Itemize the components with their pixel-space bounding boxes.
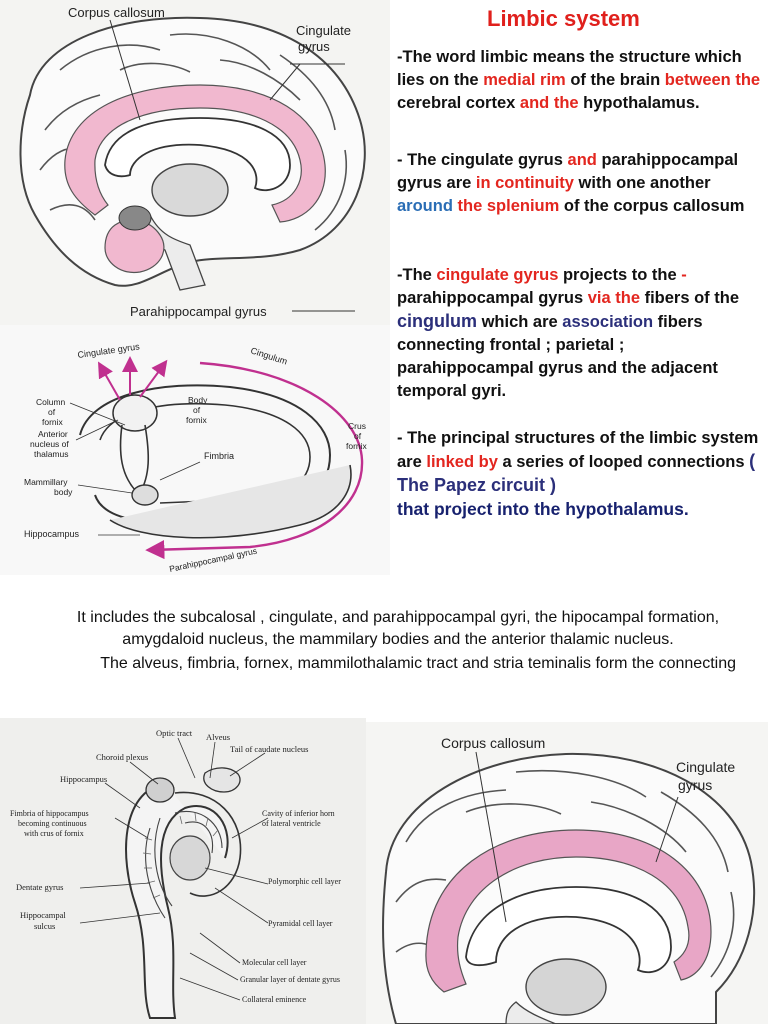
paragraph-cingulate-continuity: - The cingulate gyrus and parahippocampa…	[397, 151, 745, 215]
paragraph-cingulum-projection: -The cingulate gyrus projects to the - p…	[397, 266, 740, 400]
label-pyramidal: Pyramidal cell layer	[268, 919, 333, 928]
label-cingulum: Cingulum	[249, 345, 288, 366]
slide-title: Limbic system	[487, 6, 640, 31]
label-mammillary-2: body	[54, 487, 73, 497]
label-corpus-callosum: Corpus callosum	[68, 5, 165, 20]
label-collateral: Collateral eminence	[242, 995, 307, 1004]
parahippocampal-gyrus-highlight	[104, 219, 165, 274]
label-column-1: Column	[36, 397, 66, 407]
label-polymorphic: Polymorphic cell layer	[268, 877, 341, 886]
label-corpus-callosum: Corpus callosum	[441, 735, 545, 751]
label-tail-caudate: Tail of caudate nucleus	[230, 744, 308, 754]
label-hippocampus: Hippocampus	[24, 529, 80, 539]
label-body-1: Body	[188, 395, 208, 405]
cingulate-gyrus-highlight	[64, 84, 326, 223]
label-cingulate-gyrus-line1: Cingulate	[296, 23, 351, 38]
label-hippocampal-sulcus-1: Hippocampal	[20, 910, 66, 920]
papez-schematic: Cingulate gyrus Cingulum Column of forni…	[24, 341, 368, 574]
label-cingulate-gyrus: Cingulate gyrus	[77, 341, 141, 360]
label-cavity-2: of lateral ventricle	[262, 819, 321, 828]
figure-brain-medial-bottom: Corpus callosum Cingulate gyrus	[366, 722, 768, 1024]
hippocampus-diagram: Optic tract Alveus Choroid plexus Tail o…	[10, 728, 341, 1019]
label-cingulate-gyrus-line2: gyrus	[298, 39, 330, 54]
label-column-3: fornix	[42, 417, 64, 427]
label-cingulate-line1: Cingulate	[676, 759, 735, 775]
label-crus-3: fornix	[346, 441, 368, 451]
figure-hippocampus-section: Optic tract Alveus Choroid plexus Tail o…	[0, 718, 366, 1024]
label-optic-tract: Optic tract	[156, 728, 193, 738]
paragraph-limbic-definition: -The word limbic means the structure whi…	[397, 48, 761, 112]
brain-medial-diagram-2: Corpus callosum Cingulate gyrus	[382, 735, 756, 1024]
label-mammillary-1: Mammillary	[24, 477, 68, 487]
label-hippocampal-sulcus-2: sulcus	[34, 921, 55, 931]
label-parahippocampal-gyrus: Parahippocampal gyrus	[130, 304, 267, 319]
figure-brain-medial-top: Corpus callosum Cingulate gyrus Parahipp…	[0, 0, 390, 325]
label-crus-2: of	[354, 431, 362, 441]
bottom-paragraph-connecting: The alveus, fimbria, fornex, mammilothal…	[100, 655, 736, 672]
label-cavity-1: Cavity of inferior horn	[262, 809, 335, 818]
label-body-3: fornix	[186, 415, 208, 425]
brain-medial-diagram: Corpus callosum Cingulate gyrus Parahipp…	[19, 5, 366, 319]
label-anterior-2: nucleus of	[30, 439, 69, 449]
label-fimbria-1: Fimbria of hippocampus	[10, 809, 89, 818]
label-fimbria-2: becoming continuous	[18, 819, 87, 828]
label-anterior-1: Anterior	[38, 429, 68, 439]
label-column-2: of	[48, 407, 56, 417]
figure-papez-circuit: Cingulate gyrus Cingulum Column of forni…	[0, 325, 390, 575]
bottom-paragraph-includes: It includes the subcalosal , cingulate, …	[76, 609, 720, 648]
label-fimbria-3: with crus of fornix	[24, 829, 84, 838]
label-anterior-3: thalamus	[34, 449, 69, 459]
paragraph-papez-circuit: - The principal structures of the limbic…	[397, 429, 759, 519]
label-crus-1: Crus	[348, 421, 366, 431]
label-granular: Granular layer of dentate gyrus	[240, 975, 340, 984]
label-alveus: Alveus	[206, 732, 230, 742]
label-body-2: of	[193, 405, 201, 415]
label-fimbria: Fimbria	[204, 451, 234, 461]
label-hippocampus: Hippocampus	[60, 774, 107, 784]
label-molecular: Molecular cell layer	[242, 958, 307, 967]
bottom-text-block: It includes the subcalosal , cingulate, …	[0, 607, 768, 675]
label-cingulate-line2: gyrus	[678, 777, 712, 793]
label-choroid-plexus: Choroid plexus	[96, 752, 148, 762]
label-dentate-gyrus: Dentate gyrus	[16, 882, 63, 892]
